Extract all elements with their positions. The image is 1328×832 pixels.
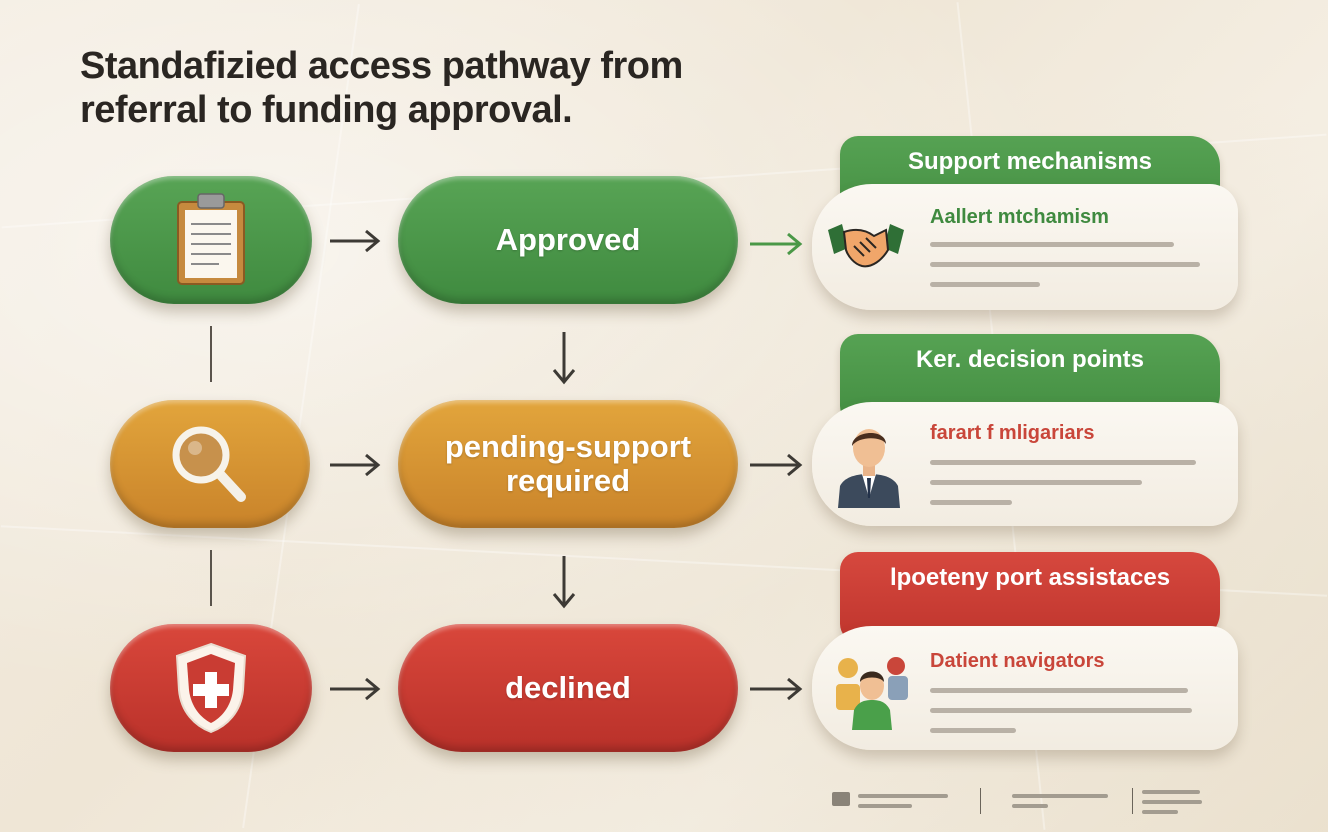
arrow-right-icon xyxy=(750,677,803,701)
footer-text-placeholder xyxy=(1012,804,1048,808)
status-label: declined xyxy=(505,670,631,705)
footer-text-placeholder xyxy=(1142,800,1202,804)
text-placeholder-line xyxy=(930,708,1192,713)
panel-tab-label: lpoeteny port assistaces xyxy=(889,564,1171,591)
footer-text-placeholder xyxy=(858,794,948,798)
text-placeholder-line xyxy=(930,242,1174,247)
arrow-right-icon xyxy=(330,229,381,253)
footer-divider xyxy=(1132,788,1133,814)
text-placeholder-line xyxy=(930,728,1016,733)
start-node-amber xyxy=(110,400,310,528)
text-placeholder-line xyxy=(930,500,1012,505)
arrow-down-icon xyxy=(552,332,576,385)
magnifier-icon xyxy=(172,426,246,502)
panel-heading: Aallert mtchamism xyxy=(930,206,1109,228)
footer-text-placeholder xyxy=(1142,790,1200,794)
person-icon xyxy=(838,429,900,508)
handshake-icon xyxy=(828,224,904,268)
status-pending: pending-support required xyxy=(398,400,738,528)
arrow-down-icon xyxy=(552,556,576,609)
arrow-right-icon xyxy=(750,232,803,256)
start-node-green xyxy=(110,176,312,304)
connector-line xyxy=(210,550,212,606)
footer-text-placeholder xyxy=(1012,794,1108,798)
text-placeholder-line xyxy=(930,262,1200,267)
connector-line xyxy=(210,326,212,382)
panel-card: Aallert mtchamism xyxy=(812,184,1238,310)
status-declined: declined xyxy=(398,624,738,752)
navigators-icon xyxy=(836,657,908,730)
panel-tab-label: Support mechanisms xyxy=(907,148,1153,175)
footer-text-placeholder xyxy=(1142,810,1178,814)
text-placeholder-line xyxy=(930,480,1142,485)
panel-card: Datient navigators xyxy=(812,626,1238,750)
footer-divider xyxy=(980,788,981,814)
clipboard-icon xyxy=(177,193,245,285)
start-node-red xyxy=(110,624,312,752)
text-placeholder-line xyxy=(930,460,1196,465)
status-approved: Approved xyxy=(398,176,738,304)
status-label: pending-support required xyxy=(444,429,692,498)
arrow-right-icon xyxy=(750,453,803,477)
footer-text-placeholder xyxy=(858,804,912,808)
text-placeholder-line xyxy=(930,282,1040,287)
status-label: Approved xyxy=(495,222,641,257)
diagram-title: Standafizied access pathway from referra… xyxy=(80,45,683,131)
shield-cross-icon xyxy=(175,642,247,734)
text-placeholder-line xyxy=(930,688,1188,693)
arrow-right-icon xyxy=(330,453,381,477)
panel-tab-label: Ker. decision points xyxy=(915,346,1145,373)
arrow-right-icon xyxy=(330,677,381,701)
panel-card: farart f mligariars xyxy=(812,402,1238,526)
panel-heading: farart f mligariars xyxy=(930,422,1095,444)
panel-heading: Datient navigators xyxy=(930,650,1105,672)
footer-logo-icon xyxy=(832,792,850,806)
